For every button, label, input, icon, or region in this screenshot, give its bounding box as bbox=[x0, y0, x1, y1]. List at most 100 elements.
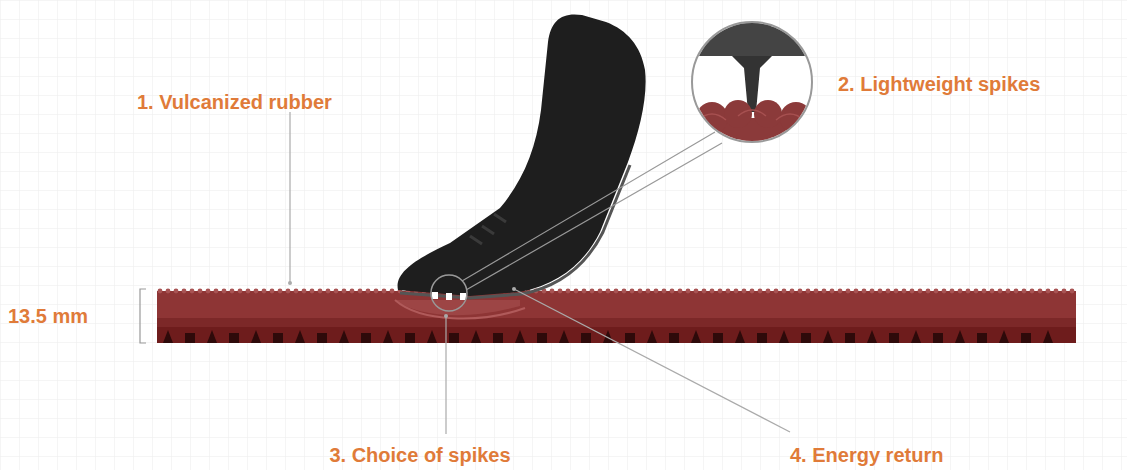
shoe bbox=[398, 14, 646, 300]
surface-bump bbox=[726, 289, 731, 294]
surface-bump bbox=[662, 289, 667, 294]
base-tooth bbox=[559, 330, 569, 343]
surface-bump bbox=[974, 289, 979, 294]
surface-bump bbox=[630, 289, 635, 294]
part-label: 2. Lightweight spikes bbox=[838, 72, 1040, 96]
surface-bump bbox=[606, 289, 611, 294]
surface-bump bbox=[326, 289, 331, 294]
surface-bump bbox=[158, 289, 163, 294]
surface-bump bbox=[670, 289, 675, 294]
surface-bump bbox=[286, 289, 291, 294]
surface-bump bbox=[374, 289, 379, 294]
leader-line bbox=[445, 316, 446, 434]
surface-bump bbox=[550, 289, 555, 294]
surface-bump bbox=[214, 289, 219, 294]
surface-bump bbox=[846, 289, 851, 294]
surface-bump bbox=[934, 289, 939, 294]
surface-bump bbox=[318, 289, 323, 294]
surface-bump bbox=[734, 289, 739, 294]
surface-bump bbox=[702, 289, 707, 294]
focus-circle bbox=[431, 275, 467, 311]
surface-bump bbox=[302, 289, 307, 294]
base-block bbox=[889, 333, 899, 343]
base-block bbox=[977, 333, 987, 343]
track-surface bbox=[157, 289, 1076, 343]
base-block bbox=[757, 333, 767, 343]
surface-bump bbox=[774, 289, 779, 294]
surface-bump bbox=[766, 289, 771, 294]
surface-bump bbox=[390, 289, 395, 294]
surface-bump bbox=[246, 289, 251, 294]
leader-dot bbox=[444, 314, 448, 318]
base-block bbox=[361, 333, 371, 343]
leader-line bbox=[289, 112, 290, 282]
surface-bump bbox=[238, 289, 243, 294]
surface-bump bbox=[254, 289, 259, 294]
surface-bump bbox=[750, 289, 755, 294]
surface-bump bbox=[198, 289, 203, 294]
base-tooth bbox=[251, 330, 261, 343]
surface-bump bbox=[230, 289, 235, 294]
surface-bump bbox=[654, 289, 659, 294]
base-tooth bbox=[779, 330, 789, 343]
surface-bump bbox=[366, 289, 371, 294]
surface-bump bbox=[998, 289, 1003, 294]
base-tooth bbox=[735, 330, 745, 343]
surface-bump bbox=[270, 289, 275, 294]
surface-bump bbox=[262, 289, 267, 294]
magnifier-leader bbox=[462, 132, 722, 290]
surface-bump bbox=[838, 289, 843, 294]
base-tooth bbox=[471, 330, 481, 343]
surface-bump bbox=[814, 289, 819, 294]
surface-bump bbox=[910, 289, 915, 294]
base-tooth bbox=[207, 330, 217, 343]
surface-bump bbox=[582, 289, 587, 294]
surface-bump bbox=[822, 289, 827, 294]
surface-bump bbox=[182, 289, 187, 294]
surface-bump bbox=[598, 289, 603, 294]
base-tooth bbox=[867, 330, 877, 343]
surface-bump bbox=[902, 289, 907, 294]
surface-bump bbox=[646, 289, 651, 294]
surface-bump bbox=[614, 289, 619, 294]
surface-bump bbox=[574, 289, 579, 294]
base-block bbox=[273, 333, 283, 343]
part-label: 1. Vulcanized rubber bbox=[137, 90, 332, 114]
surface-bump bbox=[926, 289, 931, 294]
base-tooth bbox=[911, 330, 921, 343]
base-block bbox=[537, 333, 547, 343]
surface-bump bbox=[174, 289, 179, 294]
surface-bump bbox=[806, 289, 811, 294]
base-tooth bbox=[295, 330, 305, 343]
surface-bump bbox=[990, 289, 995, 294]
surface-bump bbox=[886, 289, 891, 294]
surface-bump bbox=[1062, 289, 1067, 294]
surface-bump bbox=[878, 289, 883, 294]
base-tooth bbox=[515, 330, 525, 343]
base-tooth bbox=[339, 330, 349, 343]
surface-bump bbox=[870, 289, 875, 294]
surface-bump bbox=[942, 289, 947, 294]
base-tooth bbox=[823, 330, 833, 343]
base-tooth bbox=[427, 330, 437, 343]
base-tooth bbox=[163, 330, 173, 343]
part-label: 4. Energy return bbox=[790, 443, 943, 467]
base-block bbox=[1021, 333, 1031, 343]
surface-bump bbox=[1014, 289, 1019, 294]
surface-bump bbox=[1030, 289, 1035, 294]
surface-bump bbox=[1022, 289, 1027, 294]
base-tooth bbox=[1043, 330, 1053, 343]
surface-bump bbox=[382, 289, 387, 294]
base-block bbox=[185, 333, 195, 343]
base-tooth bbox=[383, 330, 393, 343]
surface-bump bbox=[358, 289, 363, 294]
leader-dot bbox=[288, 281, 292, 285]
surface-bump bbox=[958, 289, 963, 294]
leader-line bbox=[514, 289, 790, 432]
surface-bump bbox=[694, 289, 699, 294]
surface-bump bbox=[1006, 289, 1011, 294]
base-block bbox=[449, 333, 459, 343]
surface-bump bbox=[790, 289, 795, 294]
